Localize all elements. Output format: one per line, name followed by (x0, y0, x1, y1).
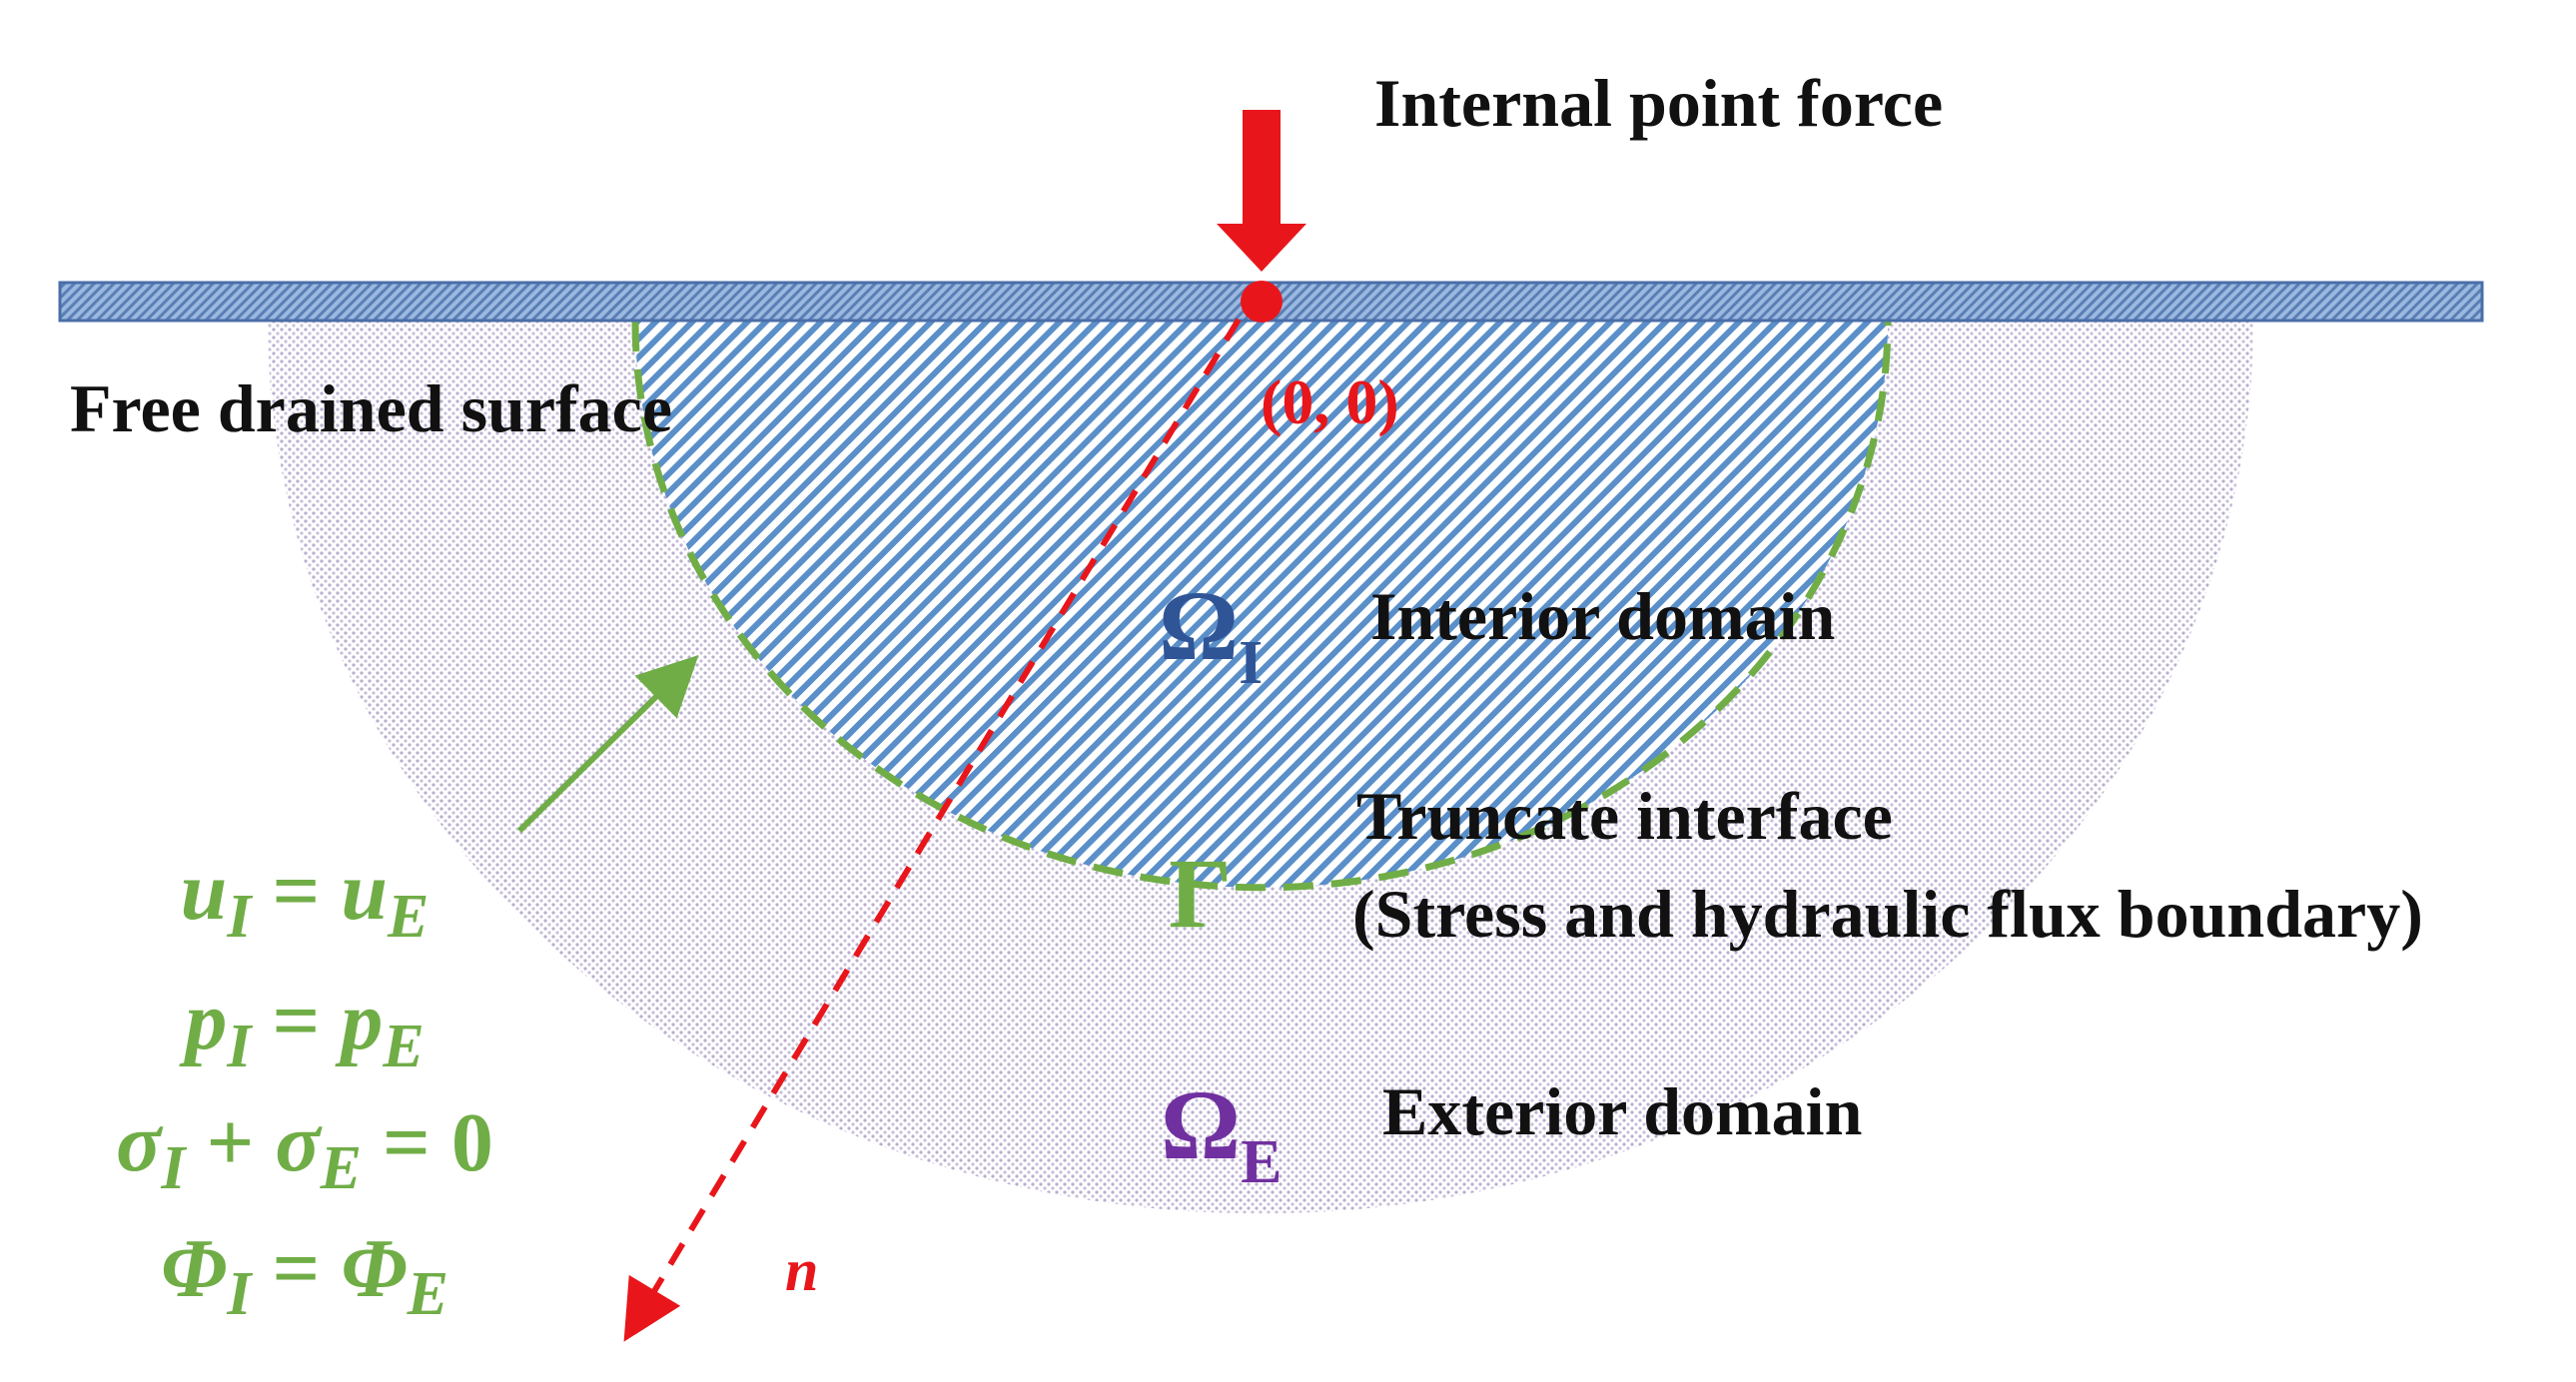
origin-label: (0, 0) (1261, 366, 1399, 437)
truncate-interface-boundary (631, 321, 1892, 892)
condition-pressure: pI = pE (179, 975, 424, 1080)
interface-title-label: Truncate interface (1356, 778, 1893, 854)
normal-vector-label: n (785, 1237, 818, 1303)
point-force-arrow (1217, 110, 1306, 272)
condition-stress: σI + σE = 0 (116, 1096, 493, 1202)
interior-domain-label: Interior domain (1370, 578, 1835, 654)
interface-gamma-symbol: Γ (1169, 838, 1233, 949)
exterior-domain-symbol: ΩE (1161, 1069, 1282, 1196)
point-force-label: Internal point force (1374, 65, 1943, 141)
interior-domain-symbol: ΩI (1159, 570, 1263, 697)
normal-vector-arrow (623, 318, 1242, 1342)
free-surface-label: Free drained surface (70, 370, 672, 446)
condition-flux: ΦI = ΦE (161, 1222, 448, 1328)
exterior-domain-label: Exterior domain (1382, 1073, 1862, 1149)
interior-domain-region (635, 322, 1888, 888)
origin-point (1241, 281, 1283, 323)
interface-note-label: (Stress and hydraulic flux boundary) (1352, 876, 2423, 952)
interface-pointer-arrow (516, 654, 699, 834)
condition-displacement: uI = uE (181, 845, 429, 951)
continuity-conditions: uI = uE pI = pE σI + σE = 0 ΦI = ΦE (116, 845, 493, 1328)
